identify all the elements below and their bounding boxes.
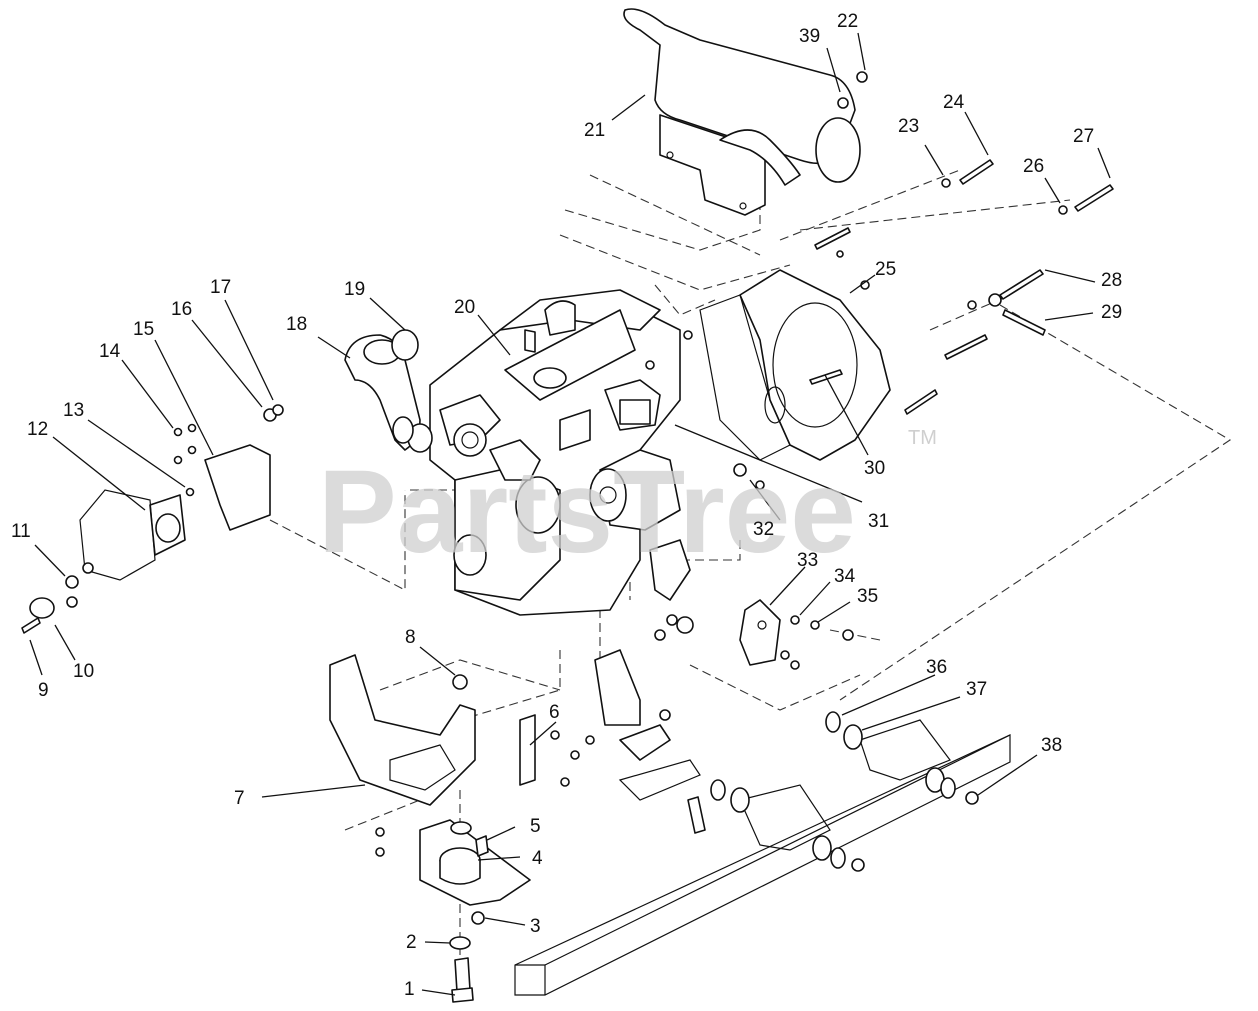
watermark-trademark: TM	[908, 427, 937, 449]
callout-6: 6	[549, 702, 560, 723]
callout-32: 32	[753, 519, 774, 540]
callout-14: 14	[99, 341, 121, 362]
shroud-hardware	[645, 71, 1114, 490]
callout-34: 34	[834, 566, 856, 587]
callout-24: 24	[943, 92, 965, 113]
callout-28: 28	[1101, 270, 1122, 291]
callout-leaders	[29, 32, 1111, 996]
air-intake-hose	[344, 329, 433, 453]
engine-mount-plate	[739, 599, 854, 670]
engine	[429, 289, 681, 616]
watermark: PartsTree	[318, 446, 856, 578]
callout-9: 9	[38, 680, 49, 701]
fan-shroud	[699, 269, 891, 461]
callout-30: 30	[864, 458, 885, 479]
callout-19: 19	[344, 279, 365, 300]
callout-8: 8	[405, 627, 416, 648]
callout-labels: 1 2 3 4 5 6 7 8 9 10 11 12 13 14 15 16 1…	[11, 11, 1122, 1000]
callout-2: 2	[406, 932, 417, 953]
callout-3: 3	[530, 916, 541, 937]
callout-5: 5	[530, 816, 541, 837]
left-mount-hardware	[21, 423, 197, 634]
callout-23-39: 39	[799, 26, 820, 47]
frame-rail	[514, 719, 1011, 996]
callout-10: 10	[73, 661, 94, 682]
muffler	[623, 8, 861, 216]
engine-mount-bracket	[329, 654, 595, 806]
callout-21: 21	[584, 120, 605, 141]
callout-12: 12	[27, 419, 48, 440]
callout-4: 4	[532, 848, 543, 869]
rail-isolators	[710, 711, 979, 872]
callout-35: 35	[857, 586, 878, 607]
callout-25: 25	[875, 259, 896, 280]
callout-38: 38	[1041, 735, 1062, 756]
callout-20: 20	[454, 297, 475, 318]
callout-29: 29	[1101, 302, 1122, 323]
callout-15: 15	[133, 319, 154, 340]
callout-13: 13	[63, 400, 84, 421]
callout-7: 7	[234, 788, 245, 809]
callout-18: 18	[286, 314, 307, 335]
callout-26: 26	[1023, 156, 1044, 177]
starter-motor	[589, 449, 691, 601]
callout-37: 37	[966, 679, 987, 700]
callout-27: 27	[1073, 126, 1094, 147]
callout-23: 23	[898, 116, 919, 137]
callout-16: 16	[171, 299, 192, 320]
callout-22: 22	[837, 11, 858, 32]
callout-31: 31	[868, 511, 889, 532]
callout-17: 17	[210, 277, 231, 298]
callout-1: 1	[404, 979, 415, 1000]
callout-33: 33	[797, 550, 818, 571]
callout-11: 11	[11, 521, 31, 542]
center-mount	[594, 614, 706, 834]
lower-isolator-mount	[375, 819, 531, 1003]
callout-36: 36	[926, 657, 947, 678]
